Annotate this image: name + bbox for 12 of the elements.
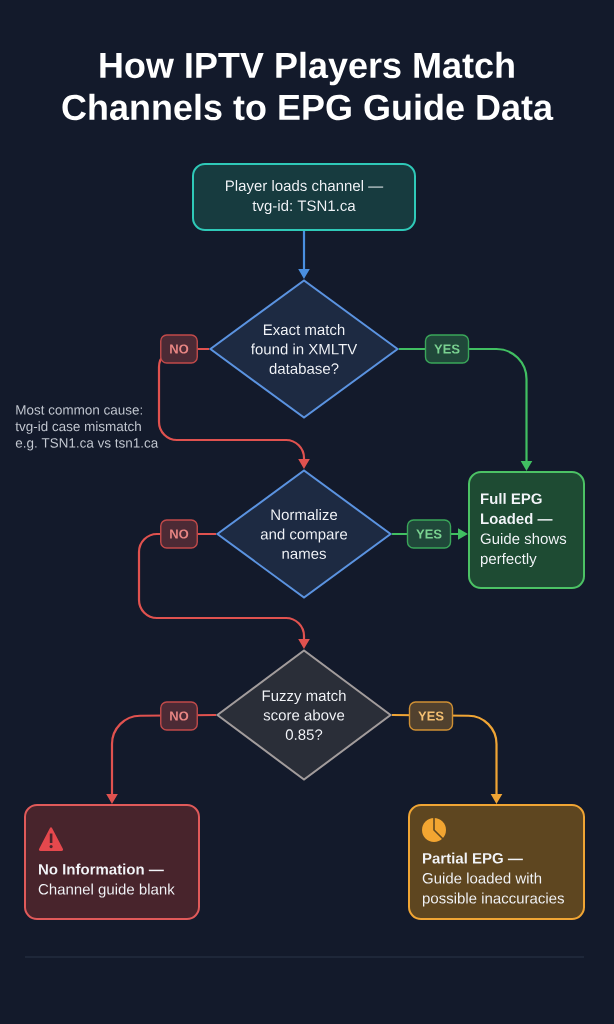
title: How IPTV Players Match Channels to EPG Guide Data [62, 51, 554, 121]
edge-label: NO [160, 701, 198, 731]
result-box: Partial EPG — Guide loaded with possible inaccuracies [408, 804, 585, 920]
result-box: No Information — Channel guide blank [24, 804, 200, 920]
edge-label: YES [408, 701, 454, 731]
result-box: Full EPG Loaded — Guide shows perfectly [468, 471, 585, 589]
edge-label: NO [160, 519, 198, 549]
process-box: Player loads channel — tvg-id: TSN1.ca [192, 163, 416, 231]
edge-label: YES [424, 334, 470, 364]
note-text: Most common cause: tvg-id case mismatch e.g. TSN1.ca vs tsn1.ca [15, 405, 159, 451]
edge-label: YES [406, 519, 452, 549]
edge-label: NO [160, 334, 198, 364]
